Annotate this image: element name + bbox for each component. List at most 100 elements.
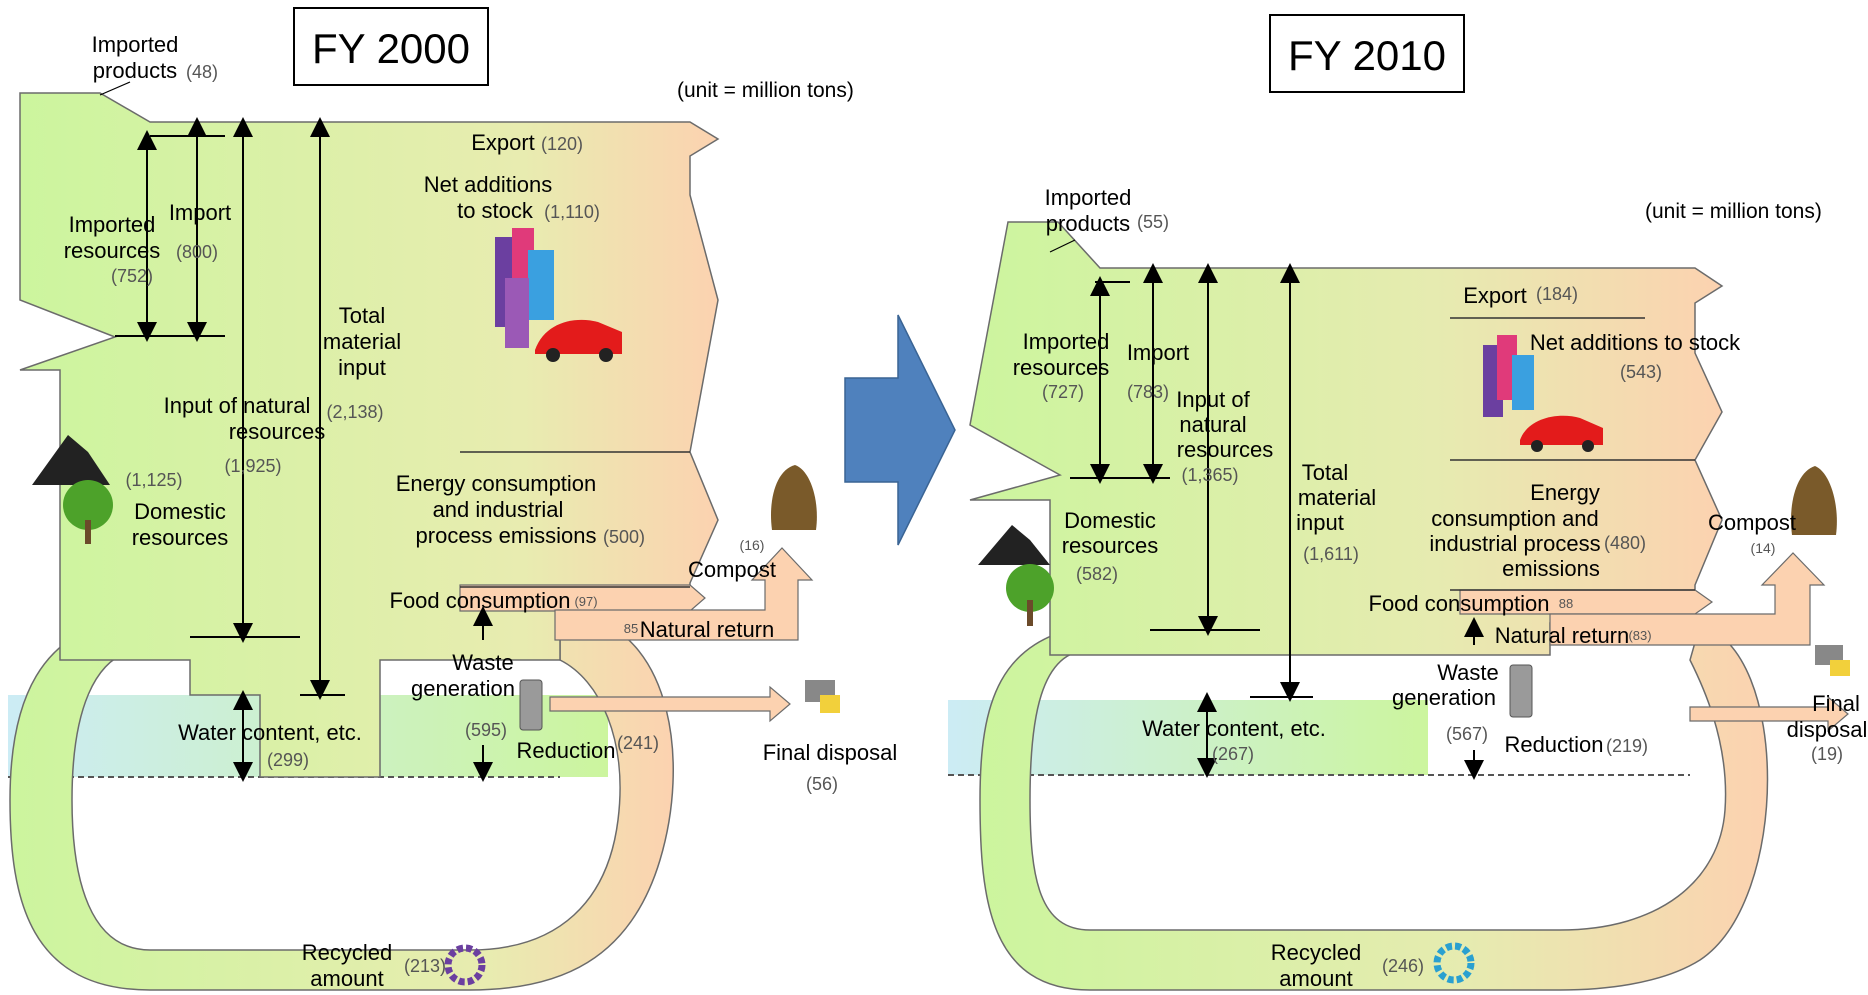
total-input-label: material [1298,485,1376,510]
compost-icon [1790,466,1837,535]
input-natural-label: Input of [1176,387,1250,412]
energy-label: Energy consumption [396,471,597,496]
imported-resources-value: (727) [1042,382,1084,402]
bulldozer-icon [805,680,840,713]
imported-resources-label: resources [64,238,161,263]
imported-resources-label: Imported [69,212,156,237]
imported-products-label: Imported [1045,185,1132,210]
food-label: Food consumption [390,588,571,613]
bulldozer-icon [1815,645,1850,676]
final-disposal-arrow [1689,695,1849,733]
recycled-label: amount [310,966,383,991]
water-value: (299) [267,750,309,770]
imported-products-label: products [93,58,177,83]
total-input-label: input [1296,510,1344,535]
trash-can-icon [519,679,543,731]
compost-value: (14) [1751,540,1776,556]
trash-can-icon [1509,664,1533,718]
total-input-label: material [323,329,401,354]
final-disposal-value: (56) [806,774,838,794]
final-disposal-label: disposal [1787,717,1868,742]
recycle-ring-icon [444,944,486,986]
mountain-tree-icon [978,525,1054,626]
energy-label: industrial process [1429,531,1600,556]
waste-label: Waste [452,650,514,675]
input-natural-label: natural [1179,412,1246,437]
compost-label: Compost [688,557,776,582]
reduction-label: Reduction [516,738,615,763]
recycled-value: (213) [404,956,446,976]
imported-products-label: Imported [92,32,179,57]
total-input-label: Total [339,303,385,328]
domestic-value: (582) [1076,564,1118,584]
buildings-car-icon [495,228,622,362]
input-natural-label: Input of natural [164,393,311,418]
waste-label: generation [1392,685,1496,710]
input-natural-label: resources [229,419,326,444]
natural-return-label: Natural return [640,617,775,642]
total-input-label: input [338,355,386,380]
export-label: Export [1463,283,1527,308]
waste-value: (567) [1446,724,1488,744]
energy-label: consumption and [1431,506,1599,531]
water-value: (267) [1212,744,1254,764]
natural-return-label: Natural return [1495,623,1630,648]
total-input-label: Total [1302,460,1348,485]
import-value: (783) [1127,382,1169,402]
title: FY 2010 [1288,32,1446,79]
input-natural-value: (1,925) [224,456,281,476]
compost-arrow-shape [554,547,814,641]
unit-label: (unit = million tons) [1645,200,1822,223]
title: FY 2000 [312,25,470,72]
final-disposal-label: Final disposal [763,740,898,765]
panel-fy2000: FY 2000 (unit = million tons) [8,7,898,991]
recycle-ring-icon [1433,942,1475,984]
water-label: Water content, etc. [178,720,362,745]
reduction-value: (219) [1606,736,1648,756]
waste-label: Waste [1437,660,1499,685]
net-stock-label: Net additions [424,172,552,197]
domestic-label: Domestic [1064,508,1156,533]
import-label: Import [1127,340,1189,365]
compost-icon [770,465,817,530]
imported-products-label: products [1046,211,1130,236]
reduction-value: (241) [617,733,659,753]
input-natural-label: resources [1177,437,1274,462]
final-disposal-value: (19) [1811,744,1843,764]
compost-value: (16) [740,537,765,553]
recycled-label: Recycled [1271,940,1361,965]
final-disposal-label: Final [1812,691,1860,716]
imported-resources-label: resources [1013,355,1110,380]
water-label: Water content, etc. [1142,716,1326,741]
food-value: (97) [574,594,597,609]
imported-products-value: (55) [1137,212,1169,232]
domestic-label: resources [1062,533,1159,558]
reduction-label: Reduction [1504,732,1603,757]
net-stock-label: to stock [457,198,534,223]
compost-arrow-shape [1549,552,1826,646]
recycled-value: (246) [1382,956,1424,976]
energy-value: (500) [603,527,645,547]
energy-label: process emissions [416,523,597,548]
export-label: Export [471,130,535,155]
import-value: (800) [176,242,218,262]
imported-resources-label: Imported [1023,329,1110,354]
import-label: Import [169,200,231,225]
total-input-value: (1,611) [1303,544,1359,564]
recycled-label: amount [1279,966,1352,991]
panel-fy2010: FY 2010 (unit = million tons) Im [948,14,1868,991]
export-value: (120) [541,134,583,154]
domestic-label: resources [132,525,229,550]
energy-label: Energy [1530,480,1600,505]
natural-return-value: 85 [624,621,638,636]
transition-arrow [844,314,956,546]
natural-return-value: (83) [1628,628,1651,643]
title-box [1269,14,1465,93]
imported-products-value: (48) [186,62,218,82]
buildings-car-icon [1483,335,1603,452]
recycle-loop-outer [979,624,1769,991]
total-input-value: (2,138) [326,402,383,422]
net-stock-value: (543) [1620,362,1662,382]
waste-label: generation [411,676,515,701]
